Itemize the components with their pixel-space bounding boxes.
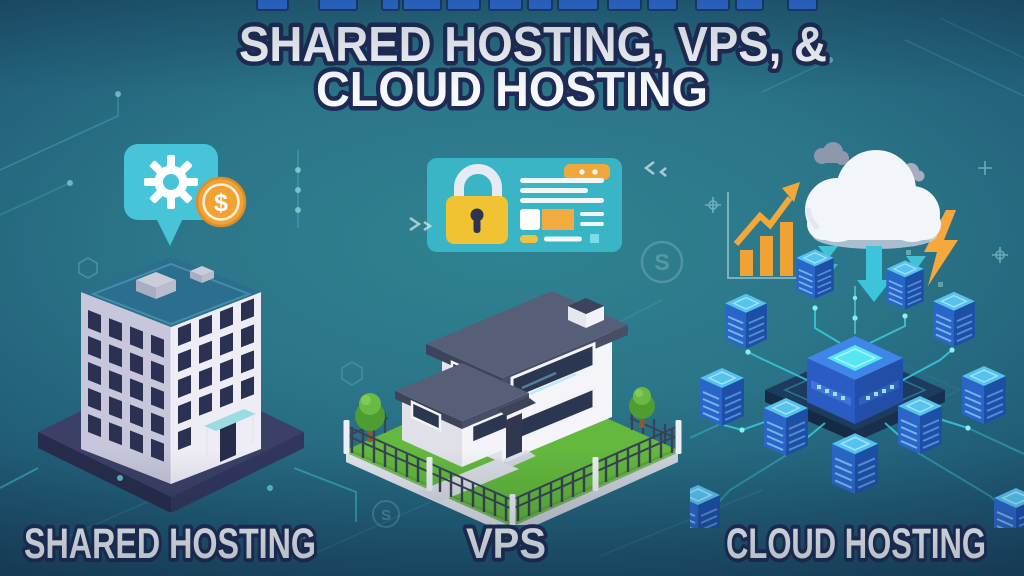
cutoff-title-decoration — [0, 0, 1024, 14]
svg-text:S: S — [654, 249, 669, 275]
cutoff-letter — [446, 0, 481, 11]
cutoff-letter — [402, 0, 442, 11]
growth-chart-icon — [727, 182, 806, 279]
card-tab — [564, 164, 610, 180]
cutoff-letter — [557, 0, 599, 11]
cutoff-letter — [647, 0, 678, 11]
server-towers — [690, 248, 1024, 528]
vps-illustration — [343, 158, 682, 525]
server-tower-icon — [699, 367, 745, 427]
circuit-dot — [295, 187, 301, 193]
house-windows — [450, 341, 596, 445]
cutoff-letter — [381, 0, 400, 11]
tree-icon — [355, 393, 385, 442]
panel-dots — [117, 475, 273, 491]
circuit-square — [938, 282, 943, 287]
page-title: SHARED HOSTING, VPS, & CLOUD HOSTING — [235, 14, 832, 122]
hexagon-decoration — [341, 361, 363, 386]
circuit-square — [906, 250, 911, 255]
dollar-coin-icon: $ — [195, 176, 247, 228]
section-labels: SHARED HOSTING VPS CLOUD HOSTING — [20, 516, 990, 572]
house-left-wall — [442, 344, 502, 463]
private-house — [395, 291, 628, 470]
chevron-decoration — [409, 161, 667, 232]
walkway — [417, 459, 519, 502]
hub-chip-icon — [807, 336, 903, 424]
cutoff-letter — [527, 0, 553, 11]
server-tower-icon — [795, 248, 835, 300]
shared-hosting-label: SHARED HOSTING — [24, 520, 316, 568]
trace-dots — [739, 295, 971, 433]
server-tower-icon — [830, 432, 880, 496]
lawn-platform — [344, 376, 680, 525]
building-platform — [38, 367, 304, 512]
s-watermark: S — [640, 240, 684, 284]
cloud-hosting-label: CLOUD HOSTING — [726, 520, 986, 568]
house-right-wall — [502, 325, 612, 463]
hexagon-decoration — [183, 466, 209, 495]
building-windows-right — [178, 298, 254, 450]
building-roof — [81, 257, 261, 327]
roof-chimney — [568, 298, 604, 328]
cutoff-letter — [256, 0, 289, 11]
circuit-line — [0, 182, 71, 216]
title-line-2: CLOUD HOSTING — [316, 63, 708, 117]
small-cloud-icon — [814, 142, 849, 165]
server-tower-icon — [763, 397, 809, 457]
circuit-dot — [480, 496, 488, 504]
server-tower-icon — [961, 365, 1007, 425]
secure-webpage-card-icon — [427, 158, 622, 252]
cutoff-letter — [787, 0, 818, 11]
server-tower-icon — [932, 290, 976, 348]
house-roof — [426, 291, 628, 388]
circuit-dot — [67, 180, 73, 186]
circuit-dot — [295, 167, 301, 173]
cutoff-letter — [318, 0, 358, 11]
vps-label: VPS — [466, 520, 546, 568]
building-right-wall — [171, 292, 261, 484]
server-tower-icon — [897, 395, 943, 455]
circuit-dot — [295, 207, 301, 213]
hexagon-decoration — [78, 257, 98, 279]
title-line-1: SHARED HOSTING, VPS, & — [239, 18, 827, 72]
house-entrance — [498, 397, 536, 470]
apartment-building — [81, 257, 261, 484]
circuit-line — [0, 467, 39, 489]
card-content — [520, 178, 604, 243]
lightning-bolt-icon — [924, 210, 958, 286]
speech-bubble-icon — [124, 144, 218, 246]
cutoff-letter — [735, 0, 764, 11]
padlock-icon — [446, 164, 508, 244]
cloud-hosting-illustration — [690, 142, 1024, 528]
download-arrow-icon — [818, 246, 926, 302]
gear-icon — [144, 155, 198, 209]
network-traces — [690, 308, 1024, 521]
rooftop-unit — [136, 266, 214, 299]
dollar-symbol: $ — [214, 189, 228, 217]
building-windows-left — [88, 310, 164, 462]
tree-icon — [629, 387, 655, 428]
building-entrance — [204, 409, 256, 462]
cutoff-letter — [695, 0, 730, 11]
cutoff-letter — [488, 0, 523, 11]
house-annex — [395, 363, 529, 467]
building-left-wall — [81, 292, 171, 484]
shared-hosting-illustration: $ — [38, 144, 304, 512]
circuit-line — [599, 299, 663, 333]
hub-platform — [747, 341, 963, 442]
cutoff-letter — [607, 0, 642, 11]
server-tower-icon — [724, 292, 768, 350]
fence-back — [349, 410, 679, 449]
small-cloud-icon — [896, 163, 925, 182]
server-tower-icon — [885, 259, 925, 311]
cloud-icon — [805, 150, 941, 249]
crosshair-decoration — [705, 161, 1008, 263]
